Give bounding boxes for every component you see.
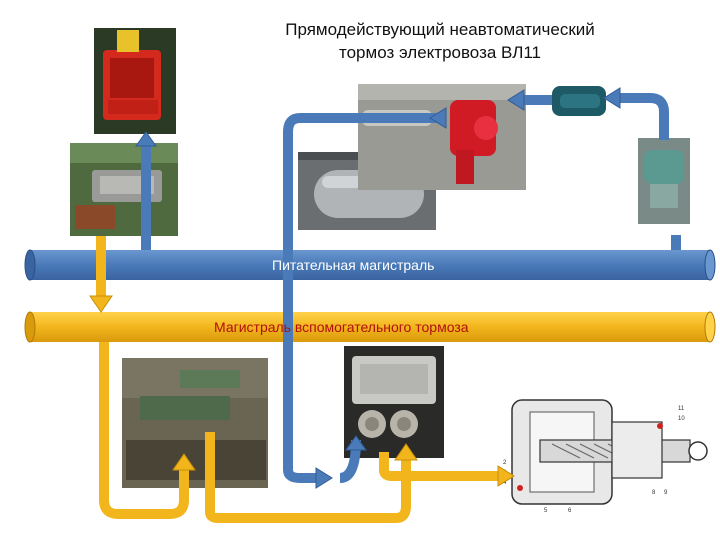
blue-flow-lines — [141, 93, 681, 483]
brake-cylinder-drawing: 11 10 2 3 4 5 6 8 9 — [498, 392, 714, 516]
arrow-up-into-relay-right — [394, 443, 418, 461]
relay-to-cylinder-line — [379, 452, 500, 481]
title-line-2: тормоз электровоза ВЛ11 — [339, 43, 541, 62]
yellow-flow-lines — [96, 236, 500, 523]
arrow-up-into-relay — [345, 435, 367, 451]
callout-9: 9 — [664, 490, 668, 496]
arrow-left-from-valve — [429, 107, 447, 129]
diagram-title: Прямодействующий неавтоматический тормоз… — [230, 18, 650, 64]
filter-photo — [552, 86, 606, 116]
distributor-photo — [70, 143, 178, 236]
callout-5: 5 — [544, 508, 548, 514]
callout-8: 8 — [652, 490, 656, 496]
feed-main-pipe — [24, 249, 716, 281]
switch-to-filter-line — [618, 93, 669, 140]
callout-2: 2 — [503, 460, 507, 466]
aux-brake-main-label: Магистраль вспомогательного тормоза — [214, 319, 469, 335]
arrow-down-to-aux-main — [89, 295, 113, 313]
callout-4: 4 — [503, 480, 507, 486]
blue-arrowheads — [135, 87, 621, 489]
crane-valve-photo — [94, 28, 176, 134]
arrow-up-to-crane — [135, 131, 157, 147]
arrow-right-to-relay — [315, 467, 333, 489]
valve-to-relay-line — [283, 113, 440, 483]
arrow-left-to-valve — [507, 89, 525, 111]
callout-11: 11 — [678, 406, 685, 412]
title-line-1: Прямодействующий неавтоматический — [285, 20, 595, 39]
relay-to-bogie-line — [205, 432, 411, 523]
arrow-up-into-bogie — [172, 453, 196, 471]
callout-6: 6 — [568, 508, 572, 514]
green-valve-photo — [638, 138, 690, 224]
red-valve-photo — [358, 84, 526, 190]
relay-valve-photo — [344, 346, 444, 458]
arrow-right-to-cylinder — [497, 465, 515, 487]
aux-brake-main-pipe — [24, 311, 716, 343]
aux-to-bogie-left-line — [99, 342, 189, 519]
bogie-photo — [122, 358, 268, 488]
feed-main-label: Питательная магистраль — [272, 257, 435, 273]
arrow-left-to-filter — [603, 87, 621, 109]
callout-10: 10 — [678, 416, 685, 422]
yellow-arrowheads — [89, 295, 515, 487]
